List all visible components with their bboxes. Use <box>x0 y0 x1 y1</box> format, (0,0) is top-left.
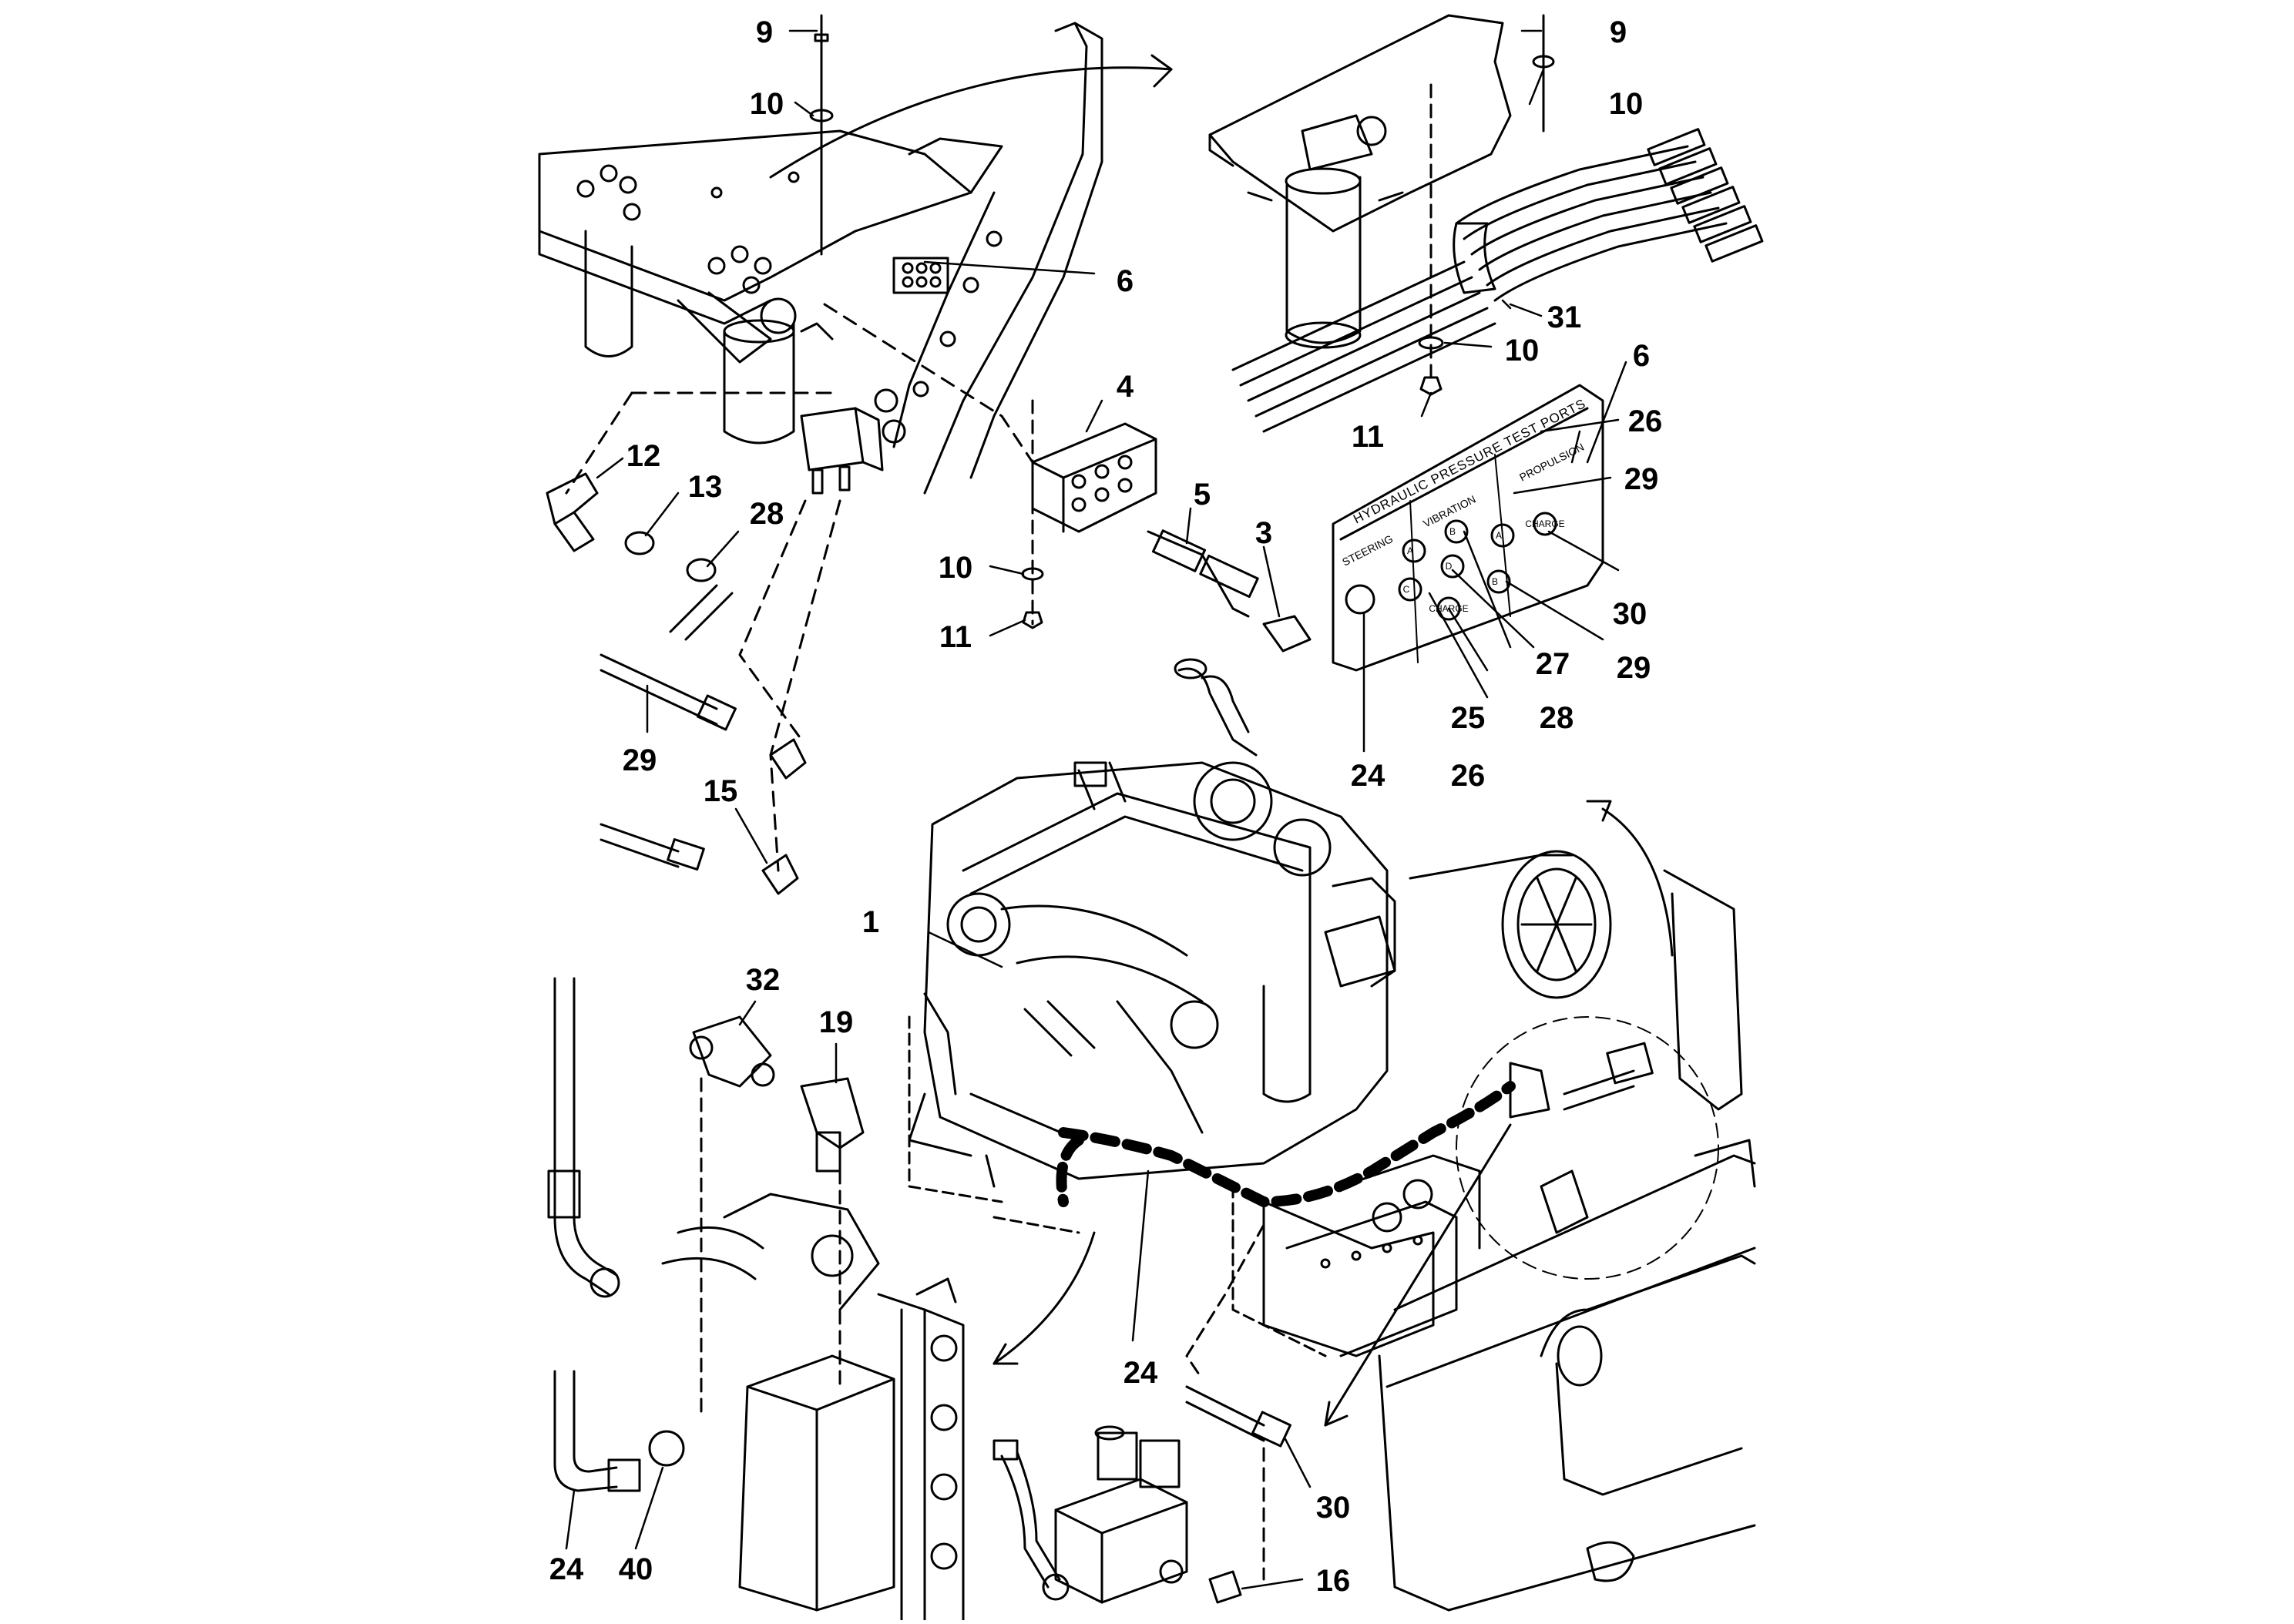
callout-number: 24 <box>549 1552 584 1586</box>
washer-10-right <box>1418 336 1444 350</box>
sheet-metal-cover <box>1285 1200 1458 1357</box>
valve-block-top <box>800 388 906 495</box>
nut-11-right <box>1419 376 1443 396</box>
solenoid-valve-assembly <box>992 1425 1242 1604</box>
engine-assembly <box>908 658 1396 1188</box>
callout-number: 10 <box>939 551 973 585</box>
port-label: A <box>1407 545 1413 556</box>
callout-number: 28 <box>1540 701 1574 735</box>
callout-number: 27 <box>1536 647 1570 681</box>
hose-30-bottom <box>1185 1385 1265 1442</box>
callout-number: 40 <box>619 1552 653 1586</box>
callout-number: 19 <box>819 1005 854 1039</box>
callout-number: 16 <box>1316 1564 1351 1598</box>
detail-view-circle <box>1456 1016 1719 1280</box>
hydraulic-pump-area <box>1262 1154 1481 1357</box>
hose-29-lower <box>600 823 680 868</box>
port-label: CHARGE <box>1429 603 1468 614</box>
rotate-arrow-right <box>1601 807 1674 957</box>
leader-lines <box>565 29 1627 1590</box>
callout-number: 13 <box>688 470 723 504</box>
callout-number: 30 <box>1613 597 1647 631</box>
fitting-15-upper <box>769 738 807 780</box>
dust-cap-3 <box>1262 615 1312 653</box>
hose-28-left <box>669 584 734 641</box>
chassis-rail-bottom <box>877 1277 965 1622</box>
callout-number: 12 <box>626 439 661 473</box>
adapter-40 <box>648 1430 685 1467</box>
port-label: CHARGE <box>1525 518 1564 529</box>
callout-number: 24 <box>1123 1356 1158 1390</box>
air-filter-housing <box>1409 850 1612 999</box>
panel-section-steering: STEERING <box>1340 532 1395 569</box>
callout-number: 3 <box>1255 516 1272 550</box>
port-label: A <box>1496 530 1502 541</box>
callout-number: 1 <box>862 905 879 939</box>
port-label: D <box>1446 561 1453 572</box>
bracket-plate-top-right <box>1208 14 1512 233</box>
clamp-31 <box>1453 222 1496 294</box>
callout-number: 4 <box>1117 370 1134 404</box>
nut-28-left <box>686 558 717 582</box>
frame-rail-top <box>892 22 1103 495</box>
callout-number: 29 <box>1617 651 1651 685</box>
callout-number: 15 <box>704 774 738 808</box>
callout-number: 26 <box>1628 404 1663 438</box>
test-port-block-small <box>892 257 949 294</box>
fitting-15-lower <box>761 854 799 895</box>
callout-number: 30 <box>1316 1491 1351 1525</box>
elbow-fitting-19 <box>800 1077 865 1173</box>
test-port-bracket-4 <box>1031 422 1157 533</box>
callout-number: 31 <box>1547 300 1582 334</box>
callout-number: 6 <box>1117 264 1134 298</box>
hose-bundle-top-right <box>1231 128 1764 433</box>
callout-number: 28 <box>750 497 784 531</box>
callout-number: 24 <box>1351 759 1385 793</box>
callout-number: 29 <box>623 743 657 777</box>
hose-24-lower <box>553 1370 641 1492</box>
test-fitting-5 <box>1147 529 1259 618</box>
adapter-13 <box>624 531 655 555</box>
chassis-frame-right <box>1378 869 1756 1612</box>
port-label: B <box>1492 576 1498 587</box>
panel-section-propulsion: PROPULSION <box>1517 441 1586 484</box>
mounting-plate-assembly <box>538 129 1003 325</box>
tee-fitting-32 <box>689 1015 775 1088</box>
callout-number: 11 <box>1352 420 1384 454</box>
callout-number: 26 <box>1451 759 1486 793</box>
callout-number: 10 <box>1505 334 1540 367</box>
port-label: B <box>1449 526 1456 537</box>
hose-route-24 <box>1058 1081 1516 1207</box>
callout-number: 32 <box>746 963 781 997</box>
transfer-arrow-bottom-right <box>1324 1123 1512 1427</box>
callout-number: 25 <box>1451 701 1486 735</box>
callout-number: 9 <box>756 15 773 49</box>
washer-10-left <box>809 109 834 122</box>
callout-number: 5 <box>1194 478 1211 512</box>
callout-number: 6 <box>1633 339 1650 373</box>
hose-24-vertical <box>547 977 620 1298</box>
filter-top-right <box>1247 114 1404 349</box>
callout-number: 10 <box>1609 87 1644 121</box>
callout-number: 9 <box>1610 15 1627 49</box>
port-label: C <box>1403 584 1410 595</box>
hydraulic-tank-bottom-left <box>661 1193 895 1612</box>
elbow-fitting-12 <box>546 472 599 552</box>
filter-canisters <box>584 230 834 445</box>
callout-labels: 9 10 9 10 6 31 10 11 6 26 29 30 29 27 28… <box>549 15 1663 1598</box>
callout-number: 11 <box>939 620 972 654</box>
transfer-arrow-bottom-left <box>992 1231 1096 1365</box>
transfer-arrow-top <box>769 66 1173 179</box>
engine-base-frame <box>908 1015 1327 1357</box>
callout-number: 10 <box>750 87 784 121</box>
callout-number: 29 <box>1624 462 1659 496</box>
